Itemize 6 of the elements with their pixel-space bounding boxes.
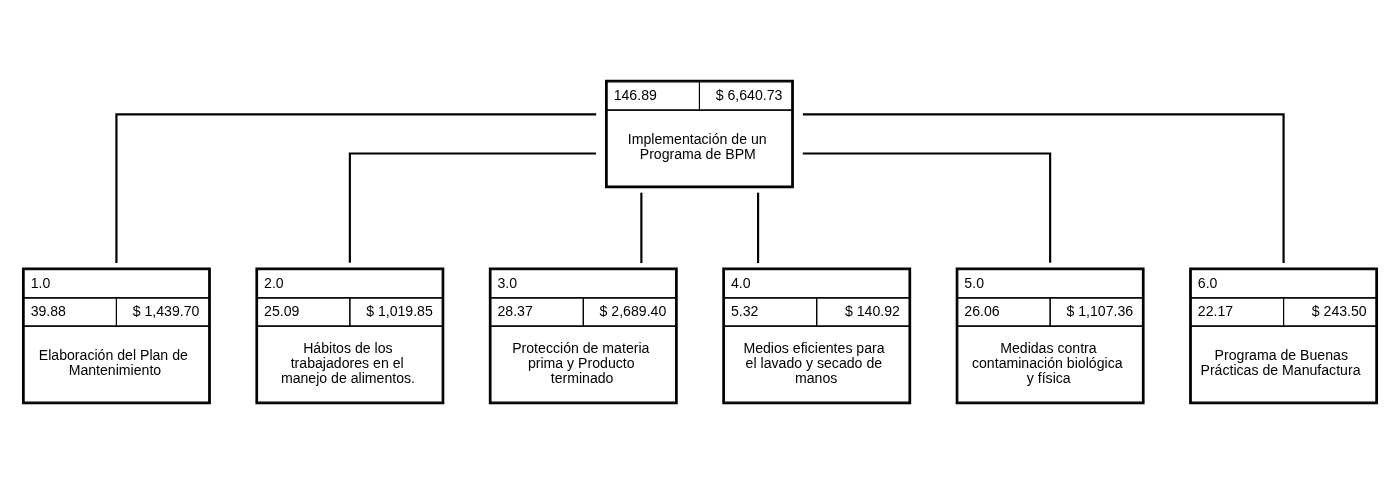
connector [802, 151, 1052, 263]
connector [115, 112, 597, 263]
connector [802, 112, 1285, 263]
connector [757, 192, 760, 263]
connector [348, 151, 596, 263]
connector [640, 192, 643, 263]
